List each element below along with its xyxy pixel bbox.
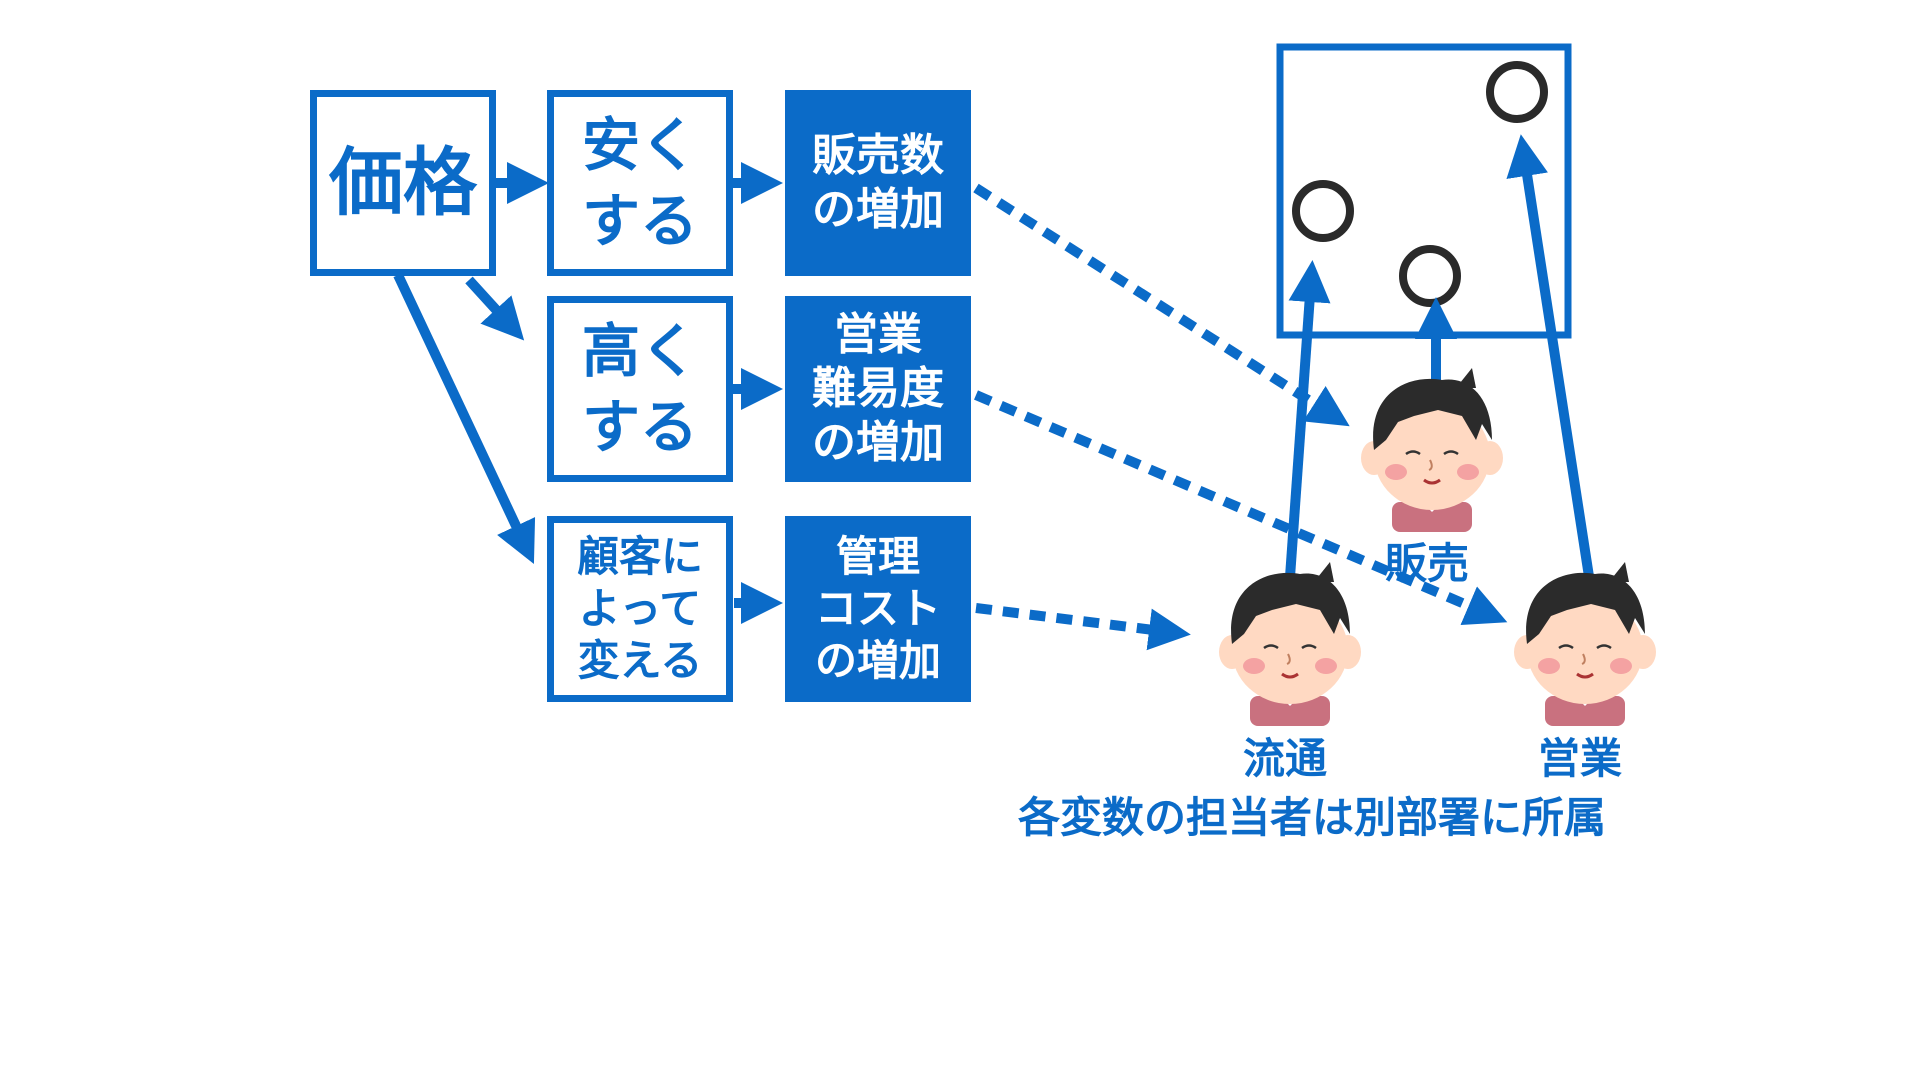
person-face-icon — [1359, 366, 1505, 534]
per-customer-box: 顧客に よって 変える — [547, 516, 733, 702]
person-face-icon — [1512, 560, 1658, 728]
arrow-icon — [973, 183, 1350, 427]
price-box: 価格 — [310, 90, 496, 276]
sales-person-label: 販売 — [1385, 539, 1470, 588]
person-face-icon — [1217, 560, 1363, 728]
cost-increase-box: 管理 コスト の増加 — [785, 516, 971, 702]
distribution-person-label: 流通 — [1243, 734, 1328, 783]
arrow-icon — [1285, 260, 1331, 578]
outcome-circle-icon — [1399, 245, 1461, 307]
arrow-icon — [975, 603, 1191, 651]
sales-increase-box: 販売数 の増加 — [785, 90, 971, 276]
outcome-circle-icon — [1486, 61, 1548, 123]
arrow-icon — [393, 272, 536, 565]
arrow-icon — [1506, 134, 1595, 584]
difficulty-increase-box: 営業 難易度 の増加 — [785, 296, 971, 482]
arrow-icon — [974, 390, 1508, 626]
cheaper-box: 安く する — [547, 90, 733, 276]
outcome-circle-icon — [1292, 180, 1354, 242]
arrow-icon — [465, 276, 525, 341]
business-person-label: 営業 — [1538, 734, 1623, 783]
higher-box: 高く する — [547, 296, 733, 482]
caption: 各変数の担当者は別部署に所属 — [1018, 793, 1607, 842]
